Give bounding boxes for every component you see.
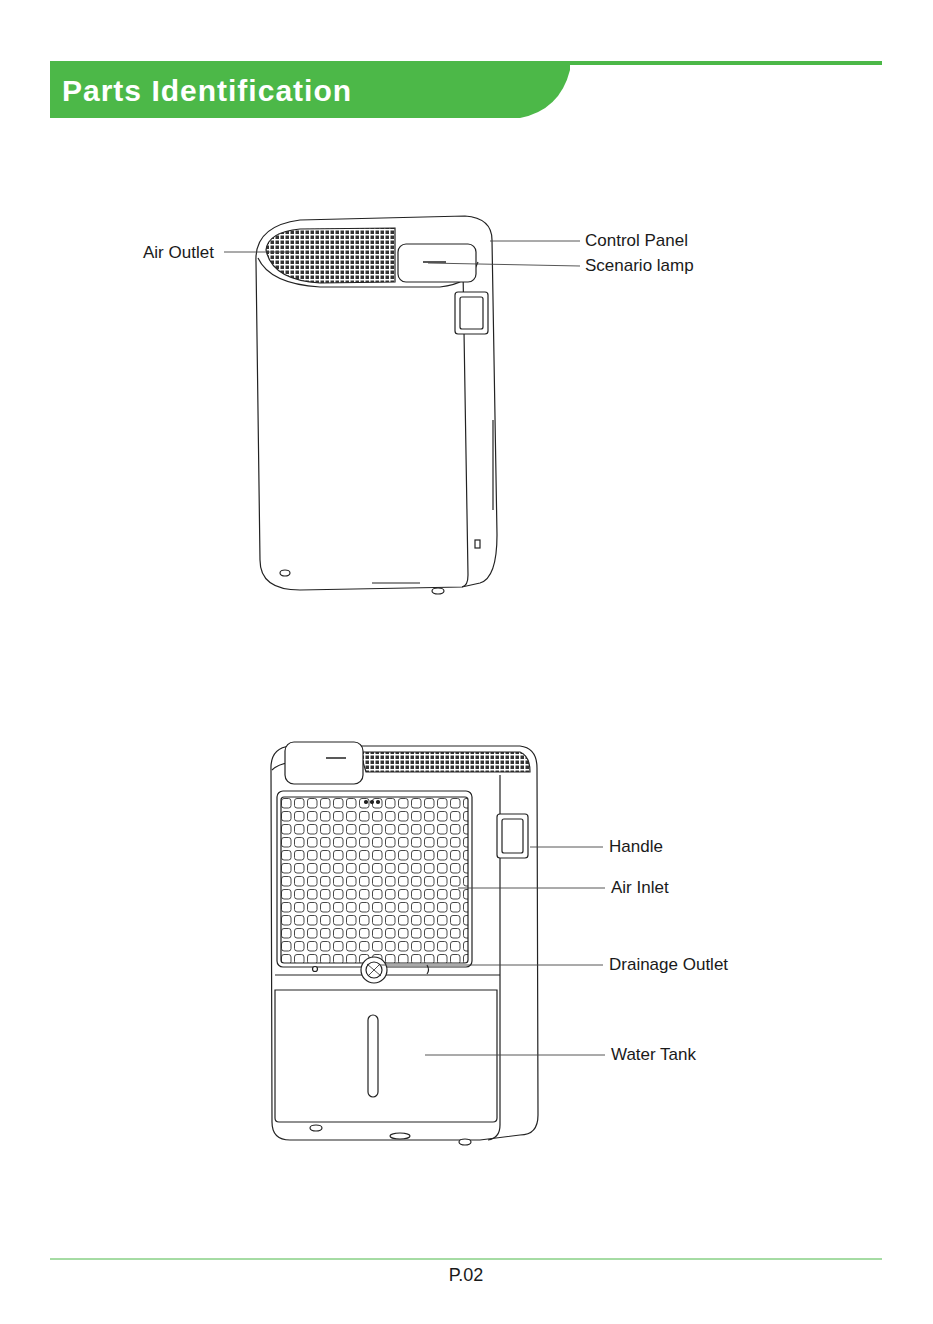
section-title: Parts Identification [62, 73, 352, 109]
dehumidifier-front-view [271, 742, 538, 1145]
dehumidifier-back-view [256, 216, 497, 594]
part-label: Handle [609, 837, 663, 857]
leader-lines [224, 241, 605, 1055]
part-label: Scenario lamp [585, 256, 694, 276]
footer-rule [50, 1259, 882, 1260]
part-label: Drainage Outlet [609, 955, 728, 975]
header-banner [50, 61, 882, 118]
part-label: Air Inlet [611, 878, 669, 898]
part-label: Control Panel [585, 231, 688, 251]
part-label: Water Tank [611, 1045, 696, 1065]
page-number: P.02 [449, 1265, 484, 1285]
part-label: Air Outlet [143, 243, 214, 263]
